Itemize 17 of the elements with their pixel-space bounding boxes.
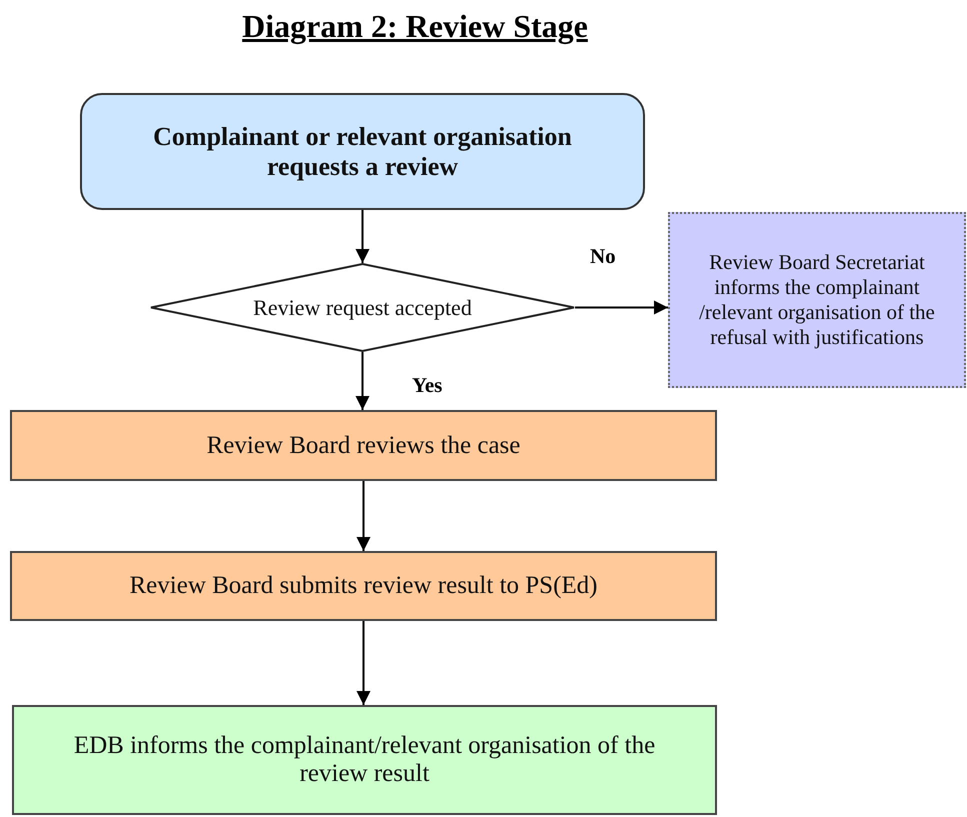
arrow (356, 210, 370, 263)
node-text: Complainant or relevant organisation requests a review (152, 122, 573, 182)
node-text: Review Board Secretariat informs the complainant /relevant organisation of the refusal with justifications (698, 250, 936, 350)
start-box (80, 93, 645, 210)
diagram-title: Diagram 2: Review Stage (241, 8, 589, 45)
node-text: EDB informs the complainant/relevant organisation of the review result (72, 732, 656, 788)
node-text: Review Board reviews the case (206, 432, 520, 460)
arrow (575, 300, 668, 314)
process-box (668, 212, 966, 388)
arrow (356, 481, 370, 551)
process-box (10, 410, 717, 481)
node-text: Review Board submits review result to PS(Ed) (130, 572, 598, 600)
arrow (356, 621, 370, 705)
arrow (356, 352, 370, 410)
end-box (12, 705, 717, 815)
node-text: Review request accepted (253, 294, 472, 320)
process-box (10, 551, 717, 621)
